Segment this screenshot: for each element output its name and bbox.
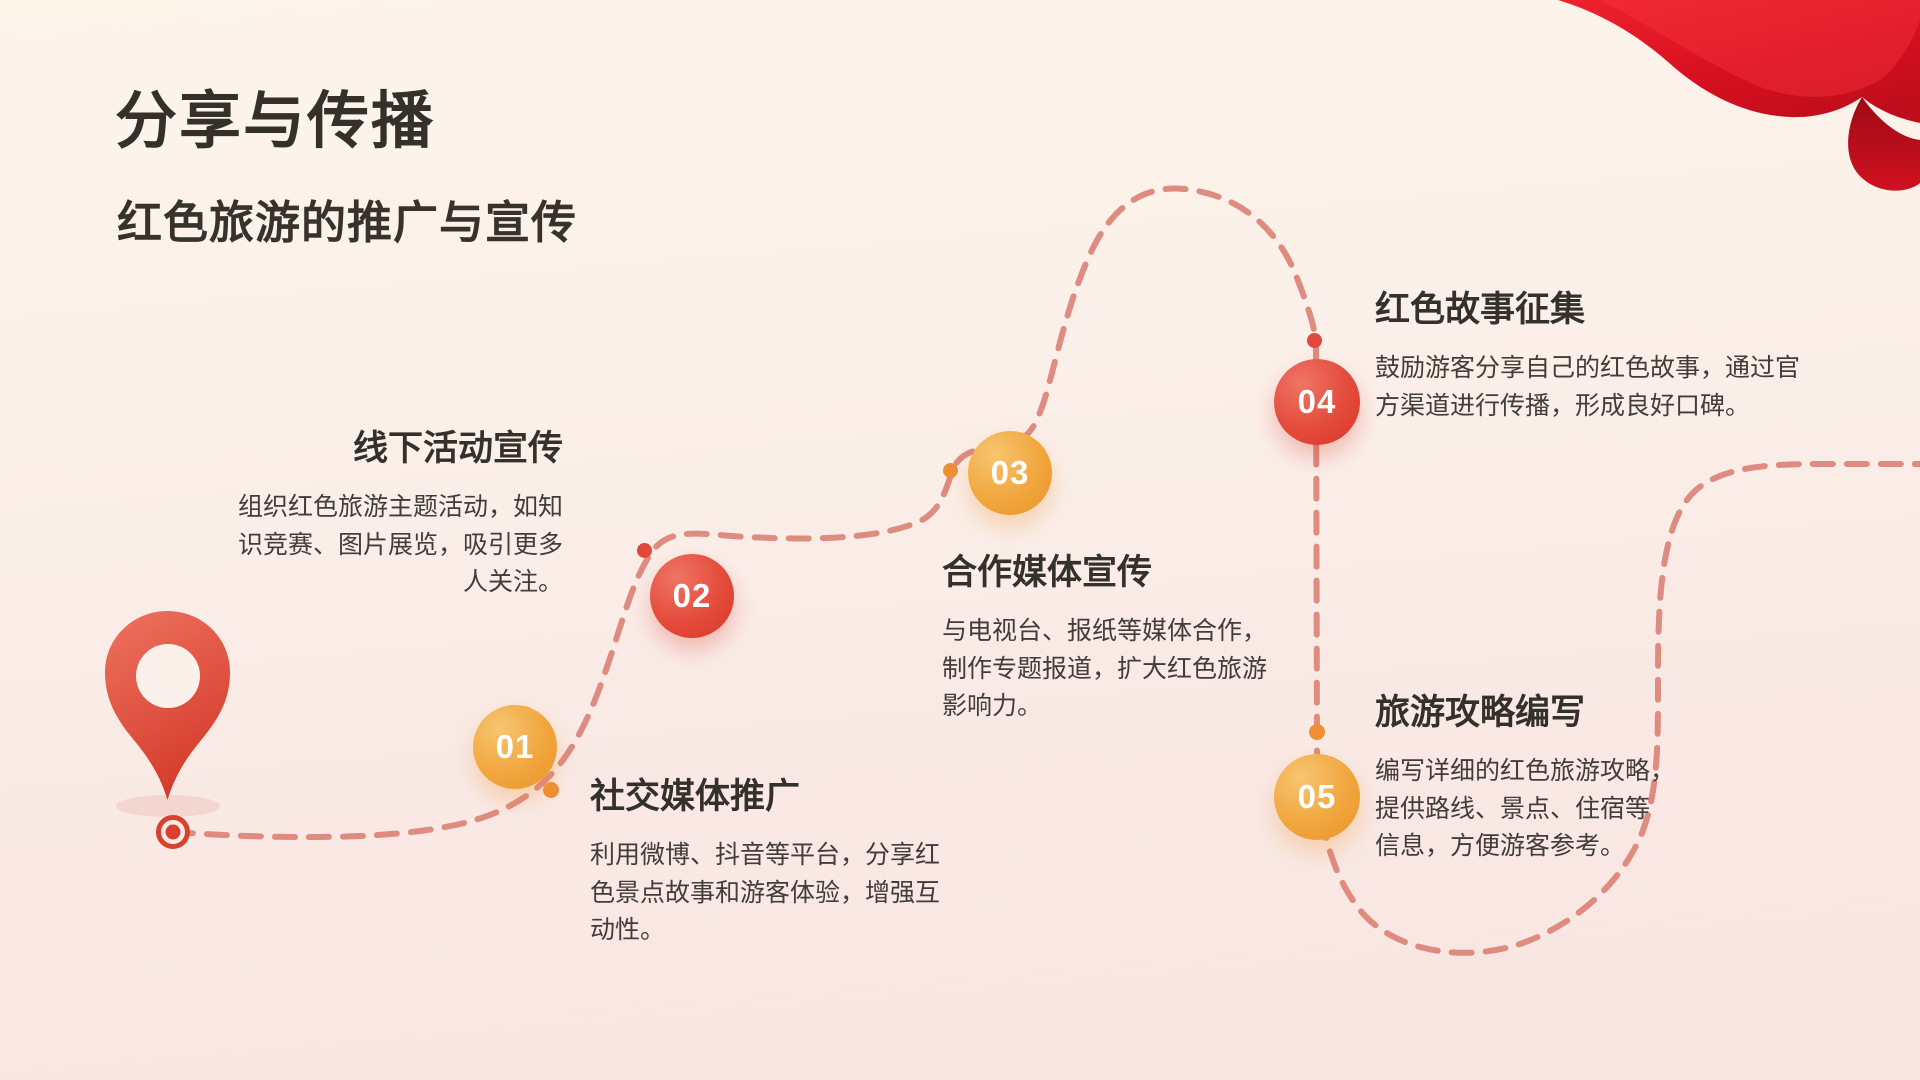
step-number: 04 bbox=[1297, 383, 1337, 420]
route-dot-5 bbox=[1309, 724, 1325, 740]
step-description: 利用微博、抖音等平台，分享红 色景点故事和游客体验，增强互 动性。 bbox=[590, 841, 941, 944]
step-block-05: 旅游攻略编写 编写详细的红色旅游攻略， 提供路线、景点、住宿等 信息，方便游客参… bbox=[1375, 684, 1701, 866]
step-badge-01: 01 bbox=[473, 705, 557, 789]
step-title: 合作媒体宣传 bbox=[942, 553, 1153, 592]
step-number: 03 bbox=[990, 454, 1030, 491]
step-description: 组织红色旅游主题活动，如知 识竞赛、图片展览，吸引更多 人关注。 bbox=[237, 493, 563, 596]
step-title: 线下活动宣传 bbox=[352, 429, 563, 468]
route-dashed-path bbox=[170, 185, 1920, 956]
step-title: 社交媒体推广 bbox=[590, 777, 801, 816]
location-pin-icon bbox=[105, 611, 230, 800]
step-number: 01 bbox=[495, 728, 535, 765]
red-ribbon-icon bbox=[1558, 0, 1920, 191]
route-start-marker bbox=[156, 815, 190, 849]
pin-shadow bbox=[116, 795, 220, 817]
step-title: 旅游攻略编写 bbox=[1375, 693, 1586, 732]
step-block-02: 线下活动宣传 组织红色旅游主题活动，如知 识竞赛、图片展览，吸引更多 人关注。 bbox=[233, 420, 563, 602]
page-title: 分享与传播 bbox=[115, 87, 436, 156]
step-number: 02 bbox=[672, 577, 712, 614]
step-description: 与电视台、报纸等媒体合作， 制作专题报道，扩大红色旅游 影响力。 bbox=[942, 617, 1268, 720]
step-title: 红色故事征集 bbox=[1375, 290, 1586, 329]
step-number: 05 bbox=[1297, 778, 1337, 815]
step-badge-02: 02 bbox=[650, 554, 734, 638]
step-badge-04: 04 bbox=[1274, 359, 1360, 445]
step-description: 编写详细的红色旅游攻略， 提供路线、景点、住宿等 信息，方便游客参考。 bbox=[1375, 757, 1676, 860]
step-badge-03: 03 bbox=[968, 431, 1052, 515]
page-subtitle: 红色旅游的推广与宣传 bbox=[117, 197, 578, 248]
step-block-04: 红色故事征集 鼓励游客分享自己的红色故事，通过官 方渠道进行传播，形成良好口碑。 bbox=[1375, 281, 1811, 425]
step-description: 鼓励游客分享自己的红色故事，通过官 方渠道进行传播，形成良好口碑。 bbox=[1375, 354, 1801, 420]
step-block-03: 合作媒体宣传 与电视台、报纸等媒体合作， 制作专题报道，扩大红色旅游 影响力。 bbox=[942, 544, 1278, 726]
route-dot-3 bbox=[943, 463, 958, 478]
step-badge-05: 05 bbox=[1274, 754, 1360, 840]
route-dot-1 bbox=[543, 782, 559, 798]
route-dot-4 bbox=[1307, 333, 1322, 348]
route-dot-2 bbox=[637, 543, 652, 558]
step-block-01: 社交媒体推广 利用微博、抖音等平台，分享红 色景点故事和游客体验，增强互 动性。 bbox=[590, 768, 970, 950]
